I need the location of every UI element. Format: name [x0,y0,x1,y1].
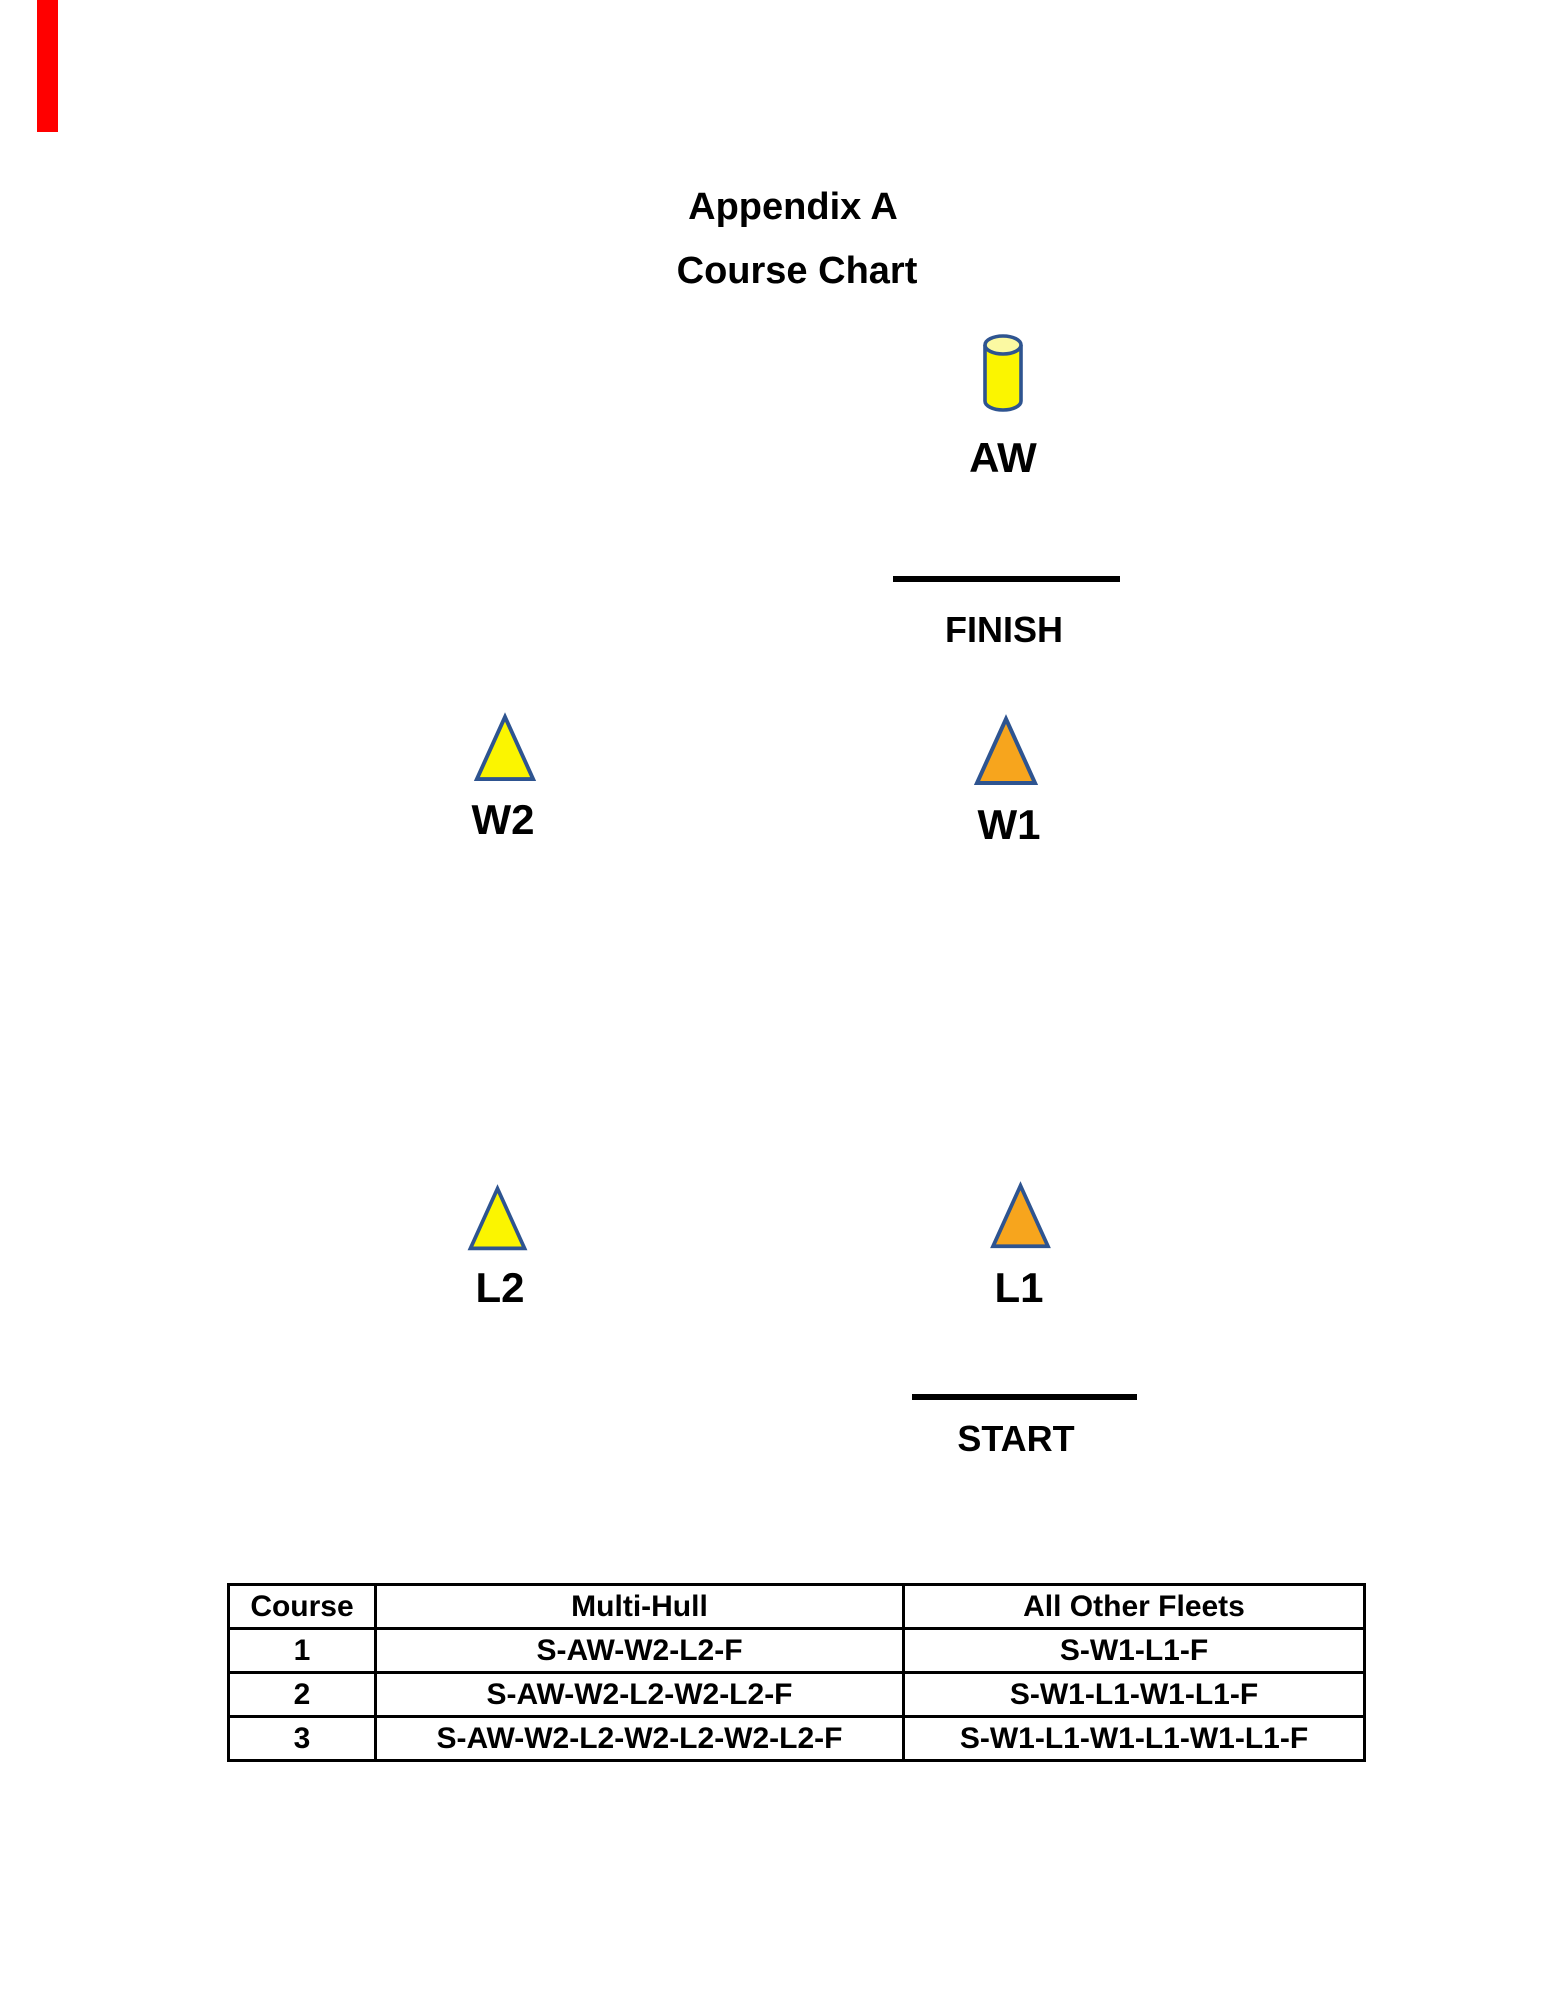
red-corner-mark [37,0,58,132]
course-table-header-row: Course Multi-Hull All Other Fleets [227,1583,1366,1630]
triangle-shape [973,714,1039,785]
mark-aw-cylinder-icon [983,334,1023,412]
other-fleets-course-cell: S-W1-L1-W1-L1-W1-L1-F [902,1715,1366,1762]
mark-l1-triangle-icon [990,1181,1051,1249]
course-chart-title: Course Chart [676,250,918,292]
course-number-cell: 1 [227,1627,377,1674]
table-row: 1 S-AW-W2-L2-F S-W1-L1-F [227,1627,1366,1674]
mark-w2-triangle-icon [473,712,537,781]
triangle-shape [467,1184,528,1251]
appendix-title: Appendix A [688,186,898,228]
mark-aw-label: AW [969,434,1037,481]
multi-hull-course-cell: S-AW-W2-L2-W2-L2-F [374,1671,905,1718]
header-course: Course [227,1583,377,1630]
multi-hull-course-cell: S-AW-W2-L2-F [374,1627,905,1674]
mark-l1-label: L1 [994,1264,1044,1311]
multi-hull-course-cell: S-AW-W2-L2-W2-L2-W2-L2-F [374,1715,905,1762]
header-multi-hull: Multi-Hull [374,1583,905,1630]
mark-w1-triangle-icon [973,714,1039,785]
mark-l2-label: L2 [475,1264,525,1311]
finish-line [893,576,1120,582]
other-fleets-course-cell: S-W1-L1-F [902,1627,1366,1674]
table-row: 3 S-AW-W2-L2-W2-L2-W2-L2-F S-W1-L1-W1-L1… [227,1715,1366,1762]
mark-l2-triangle-icon [467,1184,528,1251]
other-fleets-course-cell: S-W1-L1-W1-L1-F [902,1671,1366,1718]
triangle-shape [990,1181,1051,1249]
course-number-cell: 2 [227,1671,377,1718]
finish-label: FINISH [944,609,1064,650]
course-table: Course Multi-Hull All Other Fleets 1 S-A… [227,1583,1366,1762]
table-row: 2 S-AW-W2-L2-W2-L2-F S-W1-L1-W1-L1-F [227,1671,1366,1718]
header-all-other-fleets: All Other Fleets [902,1583,1366,1630]
start-label: START [957,1418,1075,1459]
triangle-shape [473,712,537,781]
start-line [912,1394,1137,1400]
mark-w1-label: W1 [977,801,1041,848]
course-number-cell: 3 [227,1715,377,1762]
cylinder-body [983,345,1023,412]
mark-w2-label: W2 [471,796,535,843]
cylinder-top-face [983,334,1023,356]
